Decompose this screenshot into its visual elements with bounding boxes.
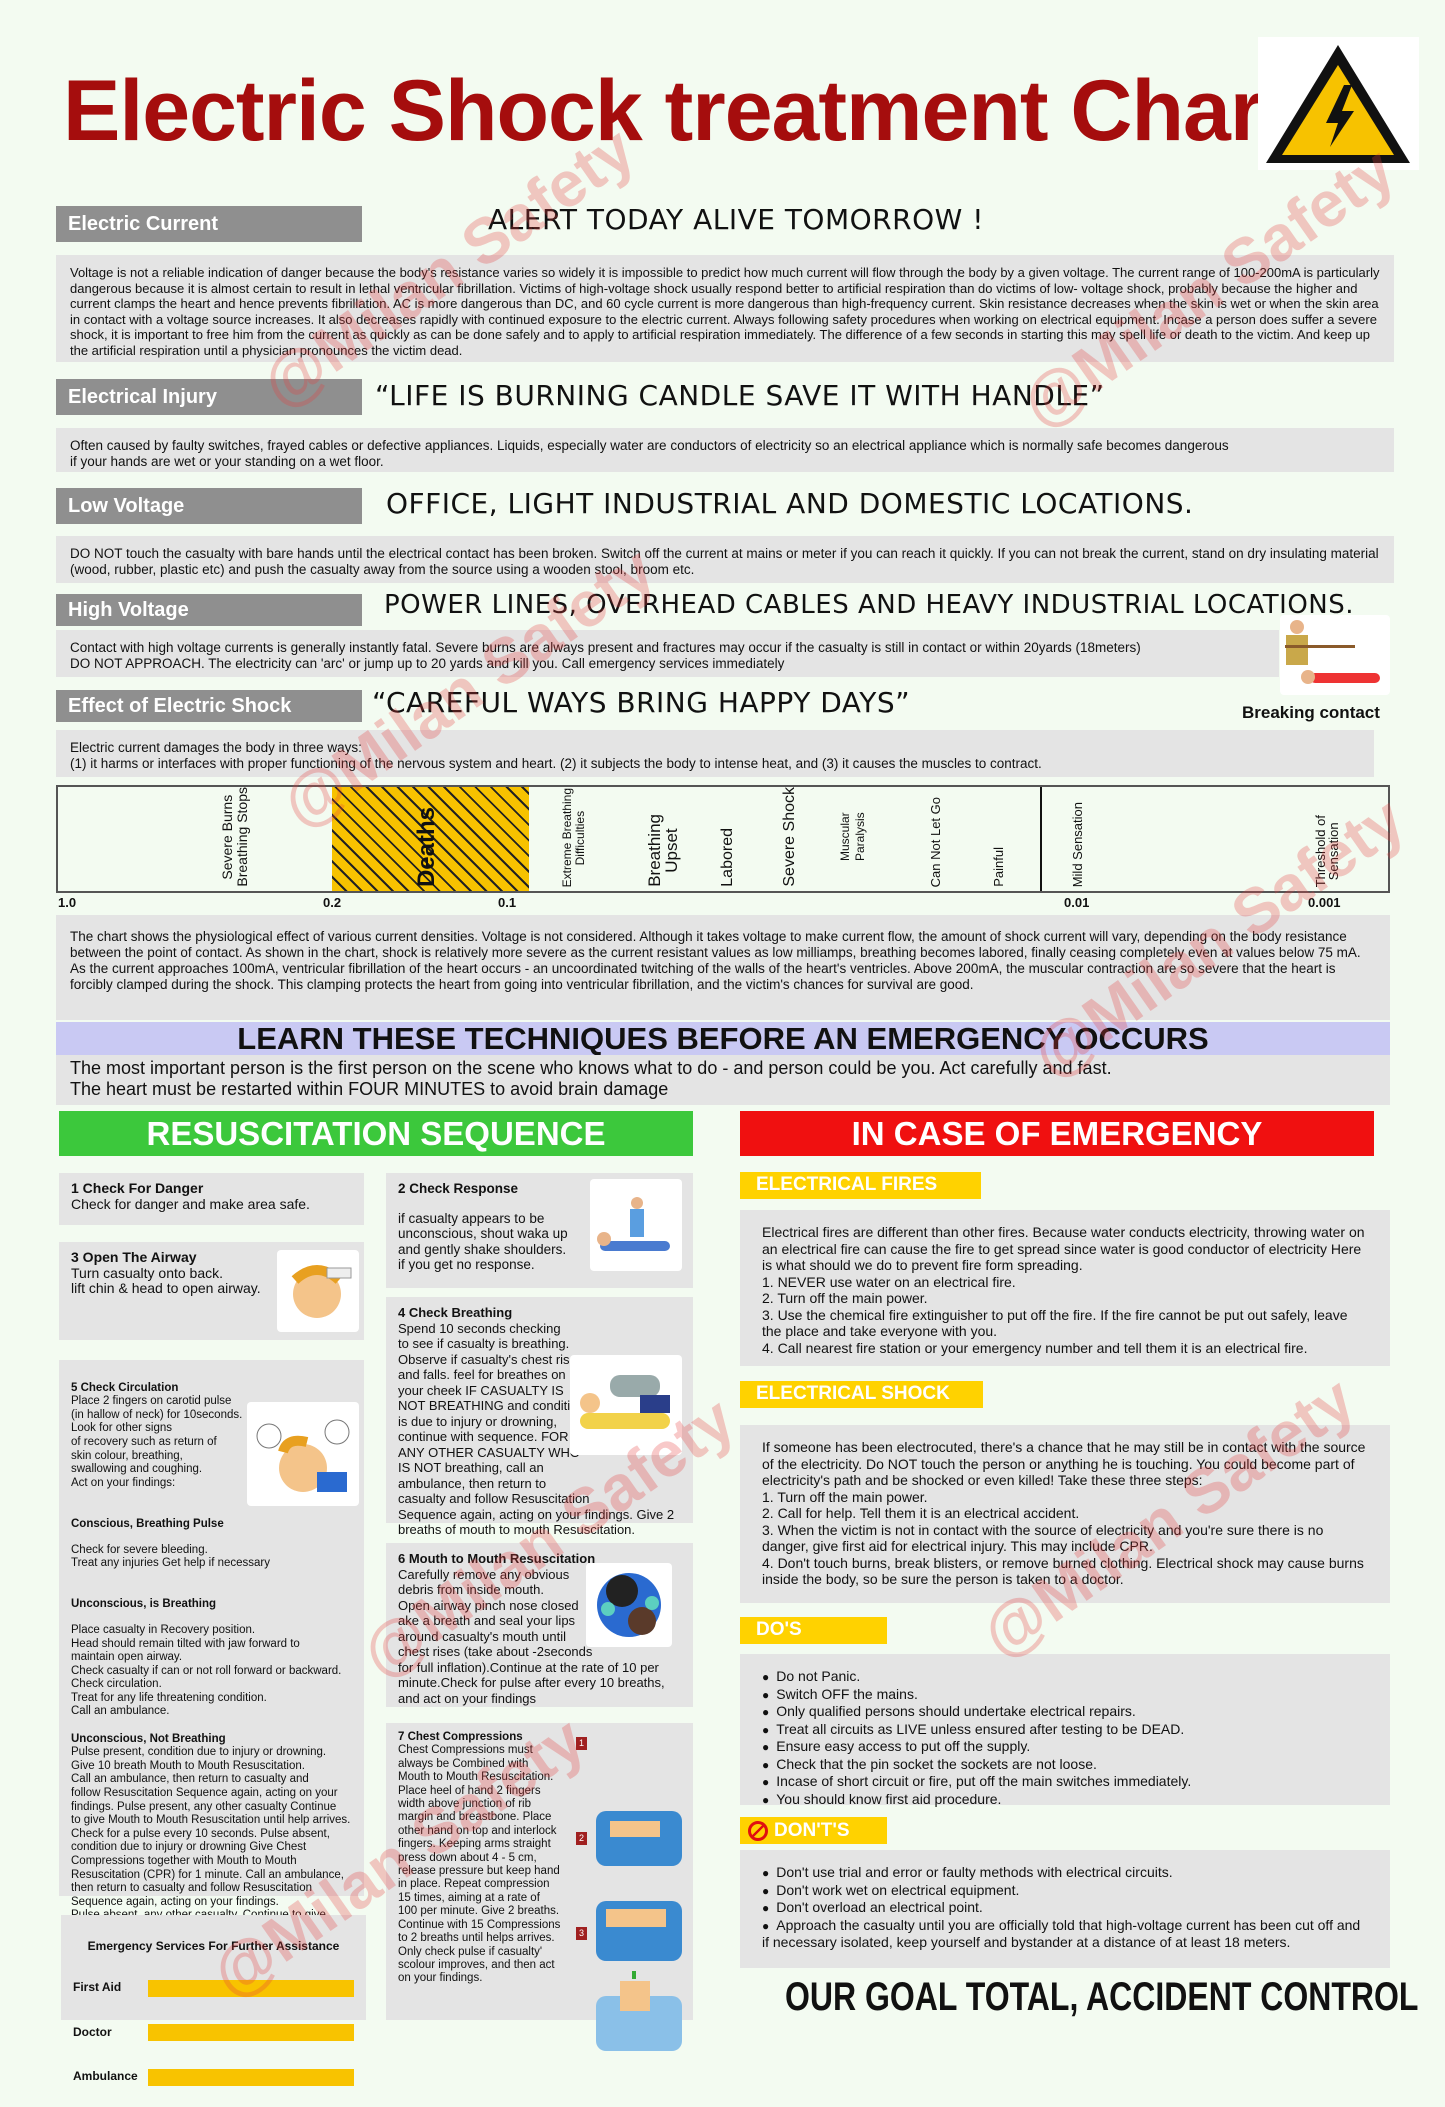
doctor-field[interactable]: Doctor — [73, 2024, 354, 2041]
chart-tick: 0.2 — [323, 895, 342, 910]
learn-text: The most important person is the first p… — [56, 1055, 1390, 1105]
do-item: Check that the pin socket the sockets ar… — [762, 1756, 1368, 1774]
marker: 1 — [576, 1737, 588, 1751]
prohibited-icon — [748, 1820, 768, 1841]
electrical-injury-text: Often caused by faulty switches, frayed … — [56, 428, 1394, 472]
check-response-illustration — [590, 1179, 682, 1271]
slogan: “CAREFUL WAYS BRING HAPPY DAYS” — [372, 686, 911, 719]
section-label-high-voltage: High Voltage — [56, 594, 362, 626]
chest-compressions-illustration: 1 2 3 — [576, 1737, 688, 2051]
high-voltage-text: Contact with high voltage currents is ge… — [56, 630, 1279, 677]
chart-label: Can Not Let Go — [928, 796, 943, 887]
chart-divider — [1040, 787, 1042, 891]
open-airway-illustration — [277, 1250, 359, 1332]
do-item: Only qualified persons should undertake … — [762, 1703, 1368, 1721]
dos-label: DO'S — [740, 1617, 887, 1644]
dont-item: Don't work wet on electrical equipment. — [762, 1882, 1368, 1900]
dont-item: Approach the casualty until you are offi… — [762, 1917, 1368, 1951]
learn-banner: LEARN THESE TECHNIQUES BEFORE AN EMERGEN… — [56, 1022, 1390, 1055]
do-item: Incase of short circuit or fire, put off… — [762, 1773, 1368, 1791]
do-item: Ensure easy access to put off the supply… — [762, 1738, 1368, 1756]
low-voltage-text: DO NOT touch the casualty with bare hand… — [56, 536, 1394, 583]
chart-label: Labored — [719, 828, 736, 887]
chart-label: Muscular Paralysis — [838, 812, 867, 862]
chart-label: Breathing Upset — [645, 814, 681, 887]
electrical-shock-label: ELECTRICAL SHOCK — [740, 1381, 983, 1408]
chart-tick: 1.0 — [58, 895, 77, 910]
check-breathing-illustration — [570, 1355, 682, 1455]
chart-label: Deaths — [413, 806, 440, 887]
do-item: You should know first aid procedure. — [762, 1791, 1368, 1809]
first-aid-input[interactable] — [148, 1979, 354, 1997]
dont-item: Don't overload an electrical point. — [762, 1899, 1368, 1917]
donts-list: Don't use trial and error or faulty meth… — [740, 1850, 1390, 1968]
emergency-services-form: Emergency Services For Further Assistanc… — [61, 1915, 366, 2086]
do-item: Do not Panic. — [762, 1668, 1368, 1686]
marker: 3 — [576, 1927, 588, 1941]
chart-tick: 0.01 — [1064, 895, 1090, 910]
slogan: POWER LINES, OVERHEAD CABLES AND HEAVY I… — [384, 590, 1355, 620]
chart-explanation: The chart shows the physiological effect… — [56, 915, 1390, 1020]
chart-tick: 0.1 — [498, 895, 517, 910]
chart-label: Extreme Breathing Difficulties — [560, 787, 587, 887]
current-effect-chart: Severe Burns Breathing Stops Deaths Extr… — [56, 785, 1390, 910]
dont-item: Don't use trial and error or faulty meth… — [762, 1864, 1368, 1882]
chart-label: Threshold of Sensation — [1313, 814, 1341, 887]
chart-tick: 0.001 — [1308, 895, 1341, 910]
chart-label: Mild Sensation — [1070, 801, 1085, 887]
slogan: “LIFE IS BURNING CANDLE SAVE IT WITH HAN… — [375, 379, 1105, 412]
ambulance-input[interactable] — [148, 2068, 354, 2086]
section-label-electric-current: Electric Current — [56, 206, 362, 242]
electrical-fires-label: ELECTRICAL FIRES — [740, 1172, 981, 1199]
donts-label: DON'T'S — [740, 1817, 887, 1844]
do-item: Switch OFF the mains. — [762, 1686, 1368, 1704]
chart-label: Severe Shock — [781, 787, 798, 887]
section-label-electrical-injury: Electrical Injury — [56, 379, 362, 415]
breaking-contact-caption: Breaking contact — [1242, 703, 1380, 722]
dos-list: Do not Panic. Switch OFF the mains. Only… — [740, 1654, 1390, 1807]
slogan: OFFICE, LIGHT INDUSTRIAL AND DOMESTIC LO… — [386, 487, 1194, 520]
chart-label: Painful — [991, 847, 1006, 887]
electrical-shock-text: If someone has been electrocuted, there'… — [740, 1425, 1390, 1603]
do-item: Treat all circuits as LIVE unless ensure… — [762, 1721, 1368, 1739]
page-title: Electric Shock treatment Chart — [63, 63, 1291, 159]
deaths-zone — [332, 787, 529, 891]
marker: 2 — [576, 1832, 588, 1846]
section-label-effect-of-electric-shock: Effect of Electric Shock — [56, 690, 362, 722]
section-label-low-voltage: Low Voltage — [56, 488, 362, 524]
ambulance-field[interactable]: Ambulance — [73, 2068, 354, 2086]
mouth-to-mouth-illustration — [586, 1563, 672, 1647]
resuscitation-header: RESUSCITATION SEQUENCE — [59, 1111, 693, 1156]
check-circulation-illustration — [247, 1402, 359, 1506]
donts-label-text: DON'T'S — [774, 1819, 850, 1841]
electric-current-text: Voltage is not a reliable indication of … — [56, 255, 1394, 362]
breaking-contact-illustration — [1280, 615, 1390, 695]
goal-slogan: OUR GOAL TOTAL, ACCIDENT CONTROL — [785, 1975, 1419, 2019]
doctor-input[interactable] — [148, 2024, 354, 2041]
electrical-fires-text: Electrical fires are different than othe… — [740, 1210, 1390, 1366]
chart-label: Severe Burns Breathing Stops — [219, 787, 250, 887]
effect-text: Electric current damages the body in thr… — [56, 730, 1374, 777]
first-aid-field[interactable]: First Aid — [73, 1979, 354, 1997]
warning-sign-icon — [1258, 37, 1419, 170]
slogan: ALERT TODAY ALIVE TOMORROW ! — [488, 203, 984, 236]
emergency-header: IN CASE OF EMERGENCY — [740, 1111, 1374, 1156]
